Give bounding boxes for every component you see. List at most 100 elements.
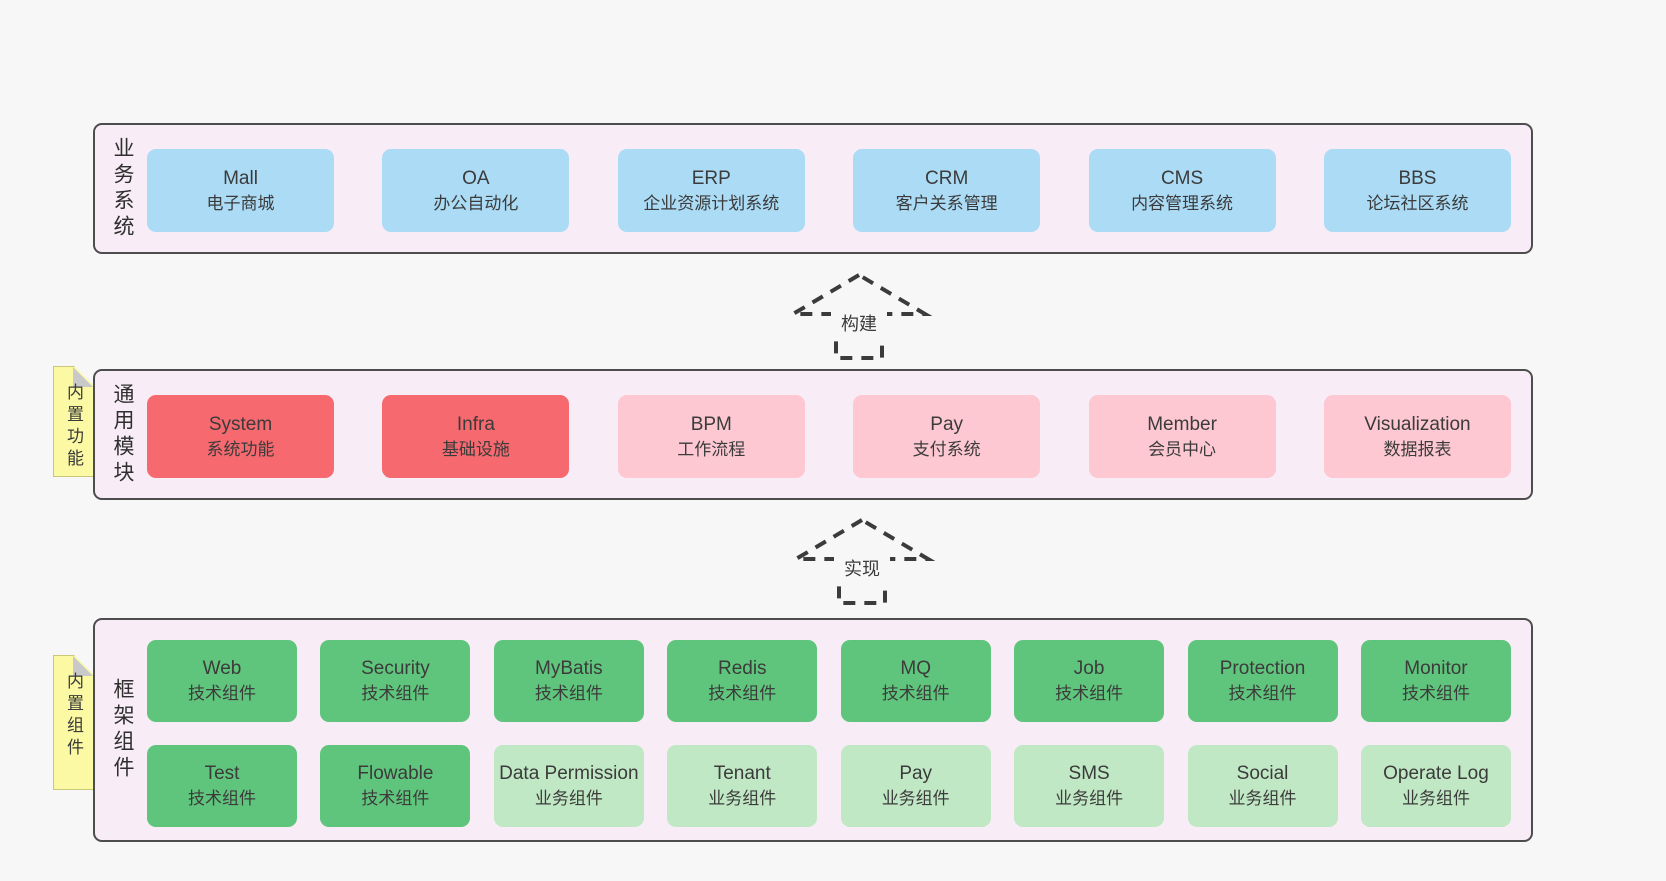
- box-sms: SMS 业务组件: [1014, 745, 1165, 827]
- box-security: Security 技术组件: [320, 640, 471, 722]
- box-title: BPM: [690, 413, 732, 435]
- layer-label-business: 业务系统: [111, 136, 134, 241]
- box-subtitle: 技术组件: [188, 789, 256, 808]
- box-cms: CMS 内容管理系统: [1088, 149, 1276, 232]
- arrow-label: 构建: [841, 314, 877, 334]
- box-title: Member: [1147, 413, 1217, 435]
- layer-label-framework: 框架组件: [111, 678, 134, 782]
- sticky-note-builtin-components: 内置组件: [53, 655, 94, 790]
- box-job: Job 技术组件: [1014, 640, 1165, 722]
- box-title: System: [208, 413, 273, 435]
- box-social: Social 业务组件: [1187, 745, 1338, 827]
- box-monitor: Monitor 技术组件: [1360, 640, 1511, 722]
- box-title: CMS: [1160, 167, 1204, 189]
- box-title: OA: [462, 167, 490, 189]
- box-subtitle: 技术组件: [534, 684, 603, 703]
- box-title: MQ: [900, 658, 931, 679]
- box-pay: Pay 支付系统: [853, 395, 1041, 478]
- box-subtitle: 技术组件: [361, 789, 430, 808]
- box-protection: Protection 技术组件: [1187, 640, 1338, 722]
- arrow-label: 实现: [844, 559, 880, 579]
- framework-row-2: Test 技术组件 Flowable 技术组件 Data Permission …: [147, 745, 1511, 827]
- box-mybatis: MyBatis 技术组件: [493, 640, 644, 722]
- box-operate-log: Operate Log 业务组件: [1360, 745, 1511, 827]
- sticky-note-builtin-features: 内置功能: [53, 366, 94, 477]
- framework-boxes: Web 技术组件 Security 技术组件 MyBatis 技术组件 Redi…: [147, 640, 1511, 827]
- layer-label-modules: 通用模块: [111, 382, 134, 487]
- box-title: Social: [1236, 763, 1289, 784]
- box-title: Pay: [930, 413, 964, 435]
- box-pay-biz: Pay 业务组件: [840, 745, 991, 827]
- box-title: Protection: [1219, 658, 1306, 679]
- module-boxes: System 系统功能 Infra 基础设施 BPM 工作流程 Pay 支付系统…: [147, 395, 1511, 478]
- box-infra: Infra 基础设施: [382, 395, 570, 478]
- box-title: Visualization: [1364, 413, 1471, 435]
- box-system: System 系统功能: [147, 395, 334, 478]
- box-title: Data Permission: [499, 763, 639, 784]
- note-label: 内置功能: [64, 383, 83, 471]
- box-title: Test: [204, 763, 240, 784]
- box-subtitle: 论坛社区系统: [1366, 193, 1469, 213]
- business-boxes: Mall 电子商城 OA 办公自动化 ERP 企业资源计划系统 CRM 客户关系…: [147, 149, 1511, 232]
- box-title: Flowable: [357, 763, 434, 784]
- box-title: Tenant: [713, 763, 771, 784]
- build-arrow: 构建: [785, 272, 933, 360]
- layer-framework-components: 框架组件 Web 技术组件 Security 技术组件 MyBatis 技术组件…: [93, 618, 1533, 842]
- framework-row-1: Web 技术组件 Security 技术组件 MyBatis 技术组件 Redi…: [147, 640, 1511, 722]
- box-subtitle: 支付系统: [912, 439, 981, 459]
- box-title: Security: [361, 658, 430, 679]
- box-subtitle: 技术组件: [1401, 684, 1470, 703]
- box-bpm: BPM 工作流程: [617, 395, 805, 478]
- box-subtitle: 基础设施: [441, 439, 510, 459]
- box-subtitle: 企业资源计划系统: [643, 193, 780, 213]
- box-test: Test 技术组件: [147, 745, 297, 827]
- box-subtitle: 技术组件: [188, 684, 256, 703]
- box-mall: Mall 电子商城: [147, 149, 334, 232]
- arrow-label-bg: [831, 311, 887, 337]
- box-subtitle: 业务组件: [534, 789, 603, 808]
- box-crm: CRM 客户关系管理: [853, 149, 1041, 232]
- box-subtitle: 会员中心: [1148, 439, 1217, 459]
- box-subtitle: 工作流程: [677, 439, 746, 459]
- box-subtitle: 内容管理系统: [1131, 193, 1234, 213]
- box-title: CRM: [925, 167, 969, 189]
- box-subtitle: 办公自动化: [433, 193, 519, 213]
- box-mq: MQ 技术组件: [840, 640, 991, 722]
- box-title: Monitor: [1404, 658, 1468, 679]
- box-redis: Redis 技术组件: [667, 640, 818, 722]
- note-label: 内置组件: [64, 672, 83, 760]
- box-title: Web: [202, 658, 242, 679]
- box-subtitle: 系统功能: [206, 439, 275, 459]
- box-title: SMS: [1068, 763, 1110, 784]
- box-visualization: Visualization 数据报表: [1323, 395, 1511, 478]
- box-subtitle: 技术组件: [1228, 684, 1297, 703]
- box-data-permission: Data Permission 业务组件: [493, 745, 644, 827]
- box-erp: ERP 企业资源计划系统: [617, 149, 805, 232]
- box-title: BBS: [1398, 167, 1437, 189]
- box-title: Operate Log: [1383, 763, 1489, 784]
- box-title: MyBatis: [535, 658, 603, 679]
- box-subtitle: 业务组件: [881, 789, 950, 808]
- box-subtitle: 技术组件: [708, 684, 777, 703]
- box-subtitle: 业务组件: [1401, 789, 1470, 808]
- box-subtitle: 数据报表: [1383, 439, 1452, 459]
- box-title: ERP: [691, 167, 731, 189]
- box-subtitle: 业务组件: [1055, 789, 1124, 808]
- box-title: Infra: [456, 413, 495, 435]
- box-oa: OA 办公自动化: [382, 149, 570, 232]
- box-title: Redis: [717, 658, 767, 679]
- box-subtitle: 客户关系管理: [895, 193, 998, 213]
- box-subtitle: 电子商城: [206, 193, 275, 213]
- implement-arrow: 实现: [788, 517, 936, 605]
- box-subtitle: 业务组件: [1228, 789, 1297, 808]
- box-flowable: Flowable 技术组件: [320, 745, 471, 827]
- box-web: Web 技术组件: [147, 640, 297, 722]
- arrow-label-bg: [834, 556, 890, 582]
- box-subtitle: 业务组件: [708, 789, 777, 808]
- box-subtitle: 技术组件: [1055, 684, 1124, 703]
- box-tenant: Tenant 业务组件: [667, 745, 818, 827]
- box-title: Mall: [223, 167, 258, 189]
- layer-business-systems: 业务系统 Mall 电子商城 OA 办公自动化 ERP 企业资源计划系统 CRM…: [93, 123, 1533, 254]
- layer-common-modules: 通用模块 System 系统功能 Infra 基础设施 BPM 工作流程 Pay…: [93, 369, 1533, 500]
